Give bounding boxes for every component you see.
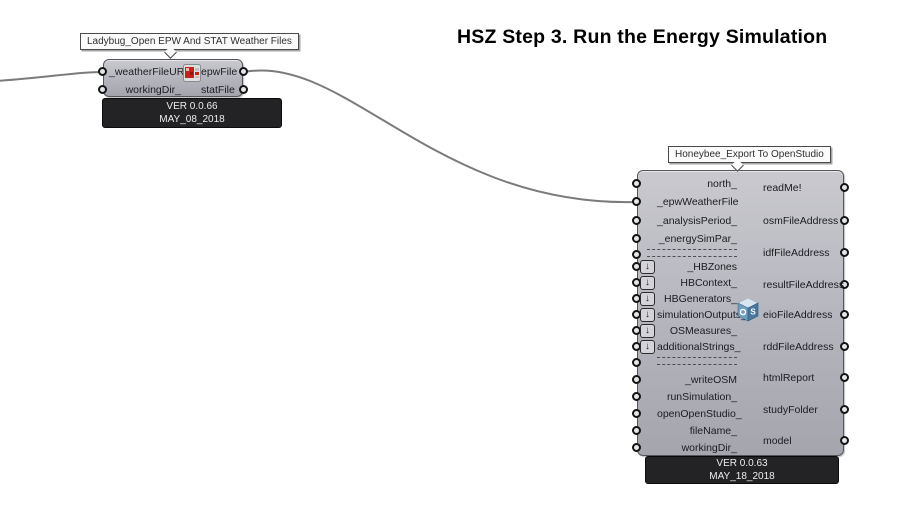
input-port-energysimpar[interactable] [632,234,641,243]
output-port-epwfile[interactable] [239,67,248,76]
openstudio-cube-icon: S [737,298,759,322]
input-label: HBGenerators_ [664,293,737,305]
list-access-arrow-icon[interactable]: ↓ [640,340,655,354]
output-label: idfFileAddress [763,247,830,259]
input-port-epwweatherfile[interactable] [632,197,641,206]
honeybee-tag-label: Honeybee_Export To OpenStudio [675,149,824,160]
output-port-eiofileaddress[interactable] [840,310,849,319]
ladybug-component-body[interactable] [103,59,243,97]
input-label: _writeOSM [685,374,737,386]
svg-text:S: S [750,308,756,317]
input-label: _HBZones [687,261,737,273]
input-label: _epwWeatherFile [657,196,739,208]
honeybee-component-tag[interactable]: Honeybee_Export To OpenStudio [668,146,831,163]
input-label: runSimulation_ [666,391,737,403]
output-port-statfile[interactable] [239,85,248,94]
ladybug-open-epw-component[interactable]: _weatherFileURL workingDir_ epwFile stat… [98,59,248,97]
input-label: openOpenStudio_ [657,408,742,420]
input-divider [657,357,737,365]
input-port-north[interactable] [632,179,641,188]
output-label: studyFolder [763,404,818,416]
input-label: HBContext_ [680,277,737,289]
list-access-arrow-icon[interactable]: ↓ [640,292,655,306]
list-access-arrow-icon[interactable]: ↓ [640,324,655,338]
ladybug-version-bar: VER 0.0.66 MAY_08_2018 [102,98,282,128]
output-port-idffileaddress[interactable] [840,248,849,257]
ladybug-epw-icon [183,64,201,82]
input-port-workingdir[interactable] [632,443,641,452]
canvas-title: HSZ Step 3. Run the Energy Simulation [457,26,828,48]
input-port-runsimulation[interactable] [632,392,641,401]
output-label: readMe! [763,182,802,194]
ladybug-tag-label: Ladybug_Open EPW And STAT Weather Files [87,36,292,47]
input-label: additionalStrings_ [657,341,741,353]
input-label: north_ [707,178,737,190]
input-port-writeosm[interactable] [632,375,641,384]
input-label: OSMeasures_ [669,325,737,337]
input-port-weatherfileurl[interactable] [98,67,107,76]
output-port-osmfileaddress[interactable] [840,216,849,225]
list-access-arrow-icon[interactable]: ↓ [640,276,655,290]
output-label: epwFile [201,66,238,78]
output-label: eioFileAddress [763,309,833,321]
input-label: _energySimPar_ [658,233,737,245]
wire-incoming-weatherfileurl[interactable] [0,71,103,82]
honeybee-export-openstudio-component[interactable]: north_ _epwWeatherFile _analysisPeriod_ … [632,170,849,456]
input-label: _weatherFileURL [109,66,191,78]
input-port-openopenstudio[interactable] [632,409,641,418]
input-port-divider2[interactable] [632,358,641,367]
input-port-filename[interactable] [632,426,641,435]
input-divider [647,249,737,257]
honeybee-date: MAY_18_2018 [709,471,775,482]
list-access-arrow-icon[interactable]: ↓ [640,308,655,322]
input-label: workingDir_ [125,84,181,96]
output-port-rddfileaddress[interactable] [840,342,849,351]
output-label: model [763,435,792,447]
list-access-arrow-icon[interactable]: ↓ [640,260,655,274]
input-label: fileName_ [689,425,737,437]
output-label: resultFileAddress [763,279,845,291]
output-port-model[interactable] [840,436,849,445]
output-label: htmlReport [763,372,815,384]
input-port-analysisperiod[interactable] [632,216,641,225]
output-label: statFile [201,84,235,96]
input-port-divider1[interactable] [632,250,641,259]
input-port-workingdir[interactable] [98,85,107,94]
honeybee-version-bar: VER 0.0.63 MAY_18_2018 [645,456,839,484]
output-label: osmFileAddress [763,215,839,227]
ladybug-component-tag[interactable]: Ladybug_Open EPW And STAT Weather Files [80,33,299,50]
wire-epwfile-to-epwweatherfile[interactable] [243,69,637,204]
input-label: _analysisPeriod_ [657,215,737,227]
ladybug-version: VER 0.0.66 [166,101,218,112]
output-port-htmlreport[interactable] [840,373,849,382]
honeybee-version: VER 0.0.63 [716,458,768,469]
input-label: simulationOutputs_ [657,309,747,321]
input-label: workingDir_ [681,442,737,454]
output-port-resultfileaddress[interactable] [840,280,849,289]
output-port-readme[interactable] [840,183,849,192]
ladybug-date: MAY_08_2018 [159,114,225,125]
output-port-studyfolder[interactable] [840,405,849,414]
output-label: rddFileAddress [763,341,834,353]
